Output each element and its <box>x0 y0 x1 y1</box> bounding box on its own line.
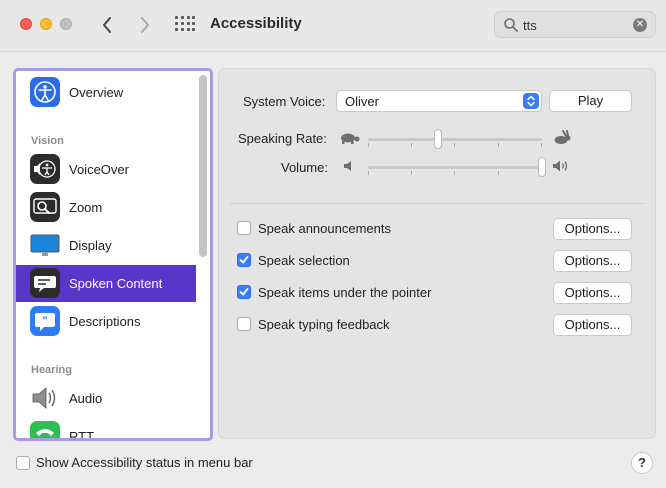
speak-announcements-options-button[interactable]: Options... <box>553 218 632 240</box>
slider-tick <box>368 143 369 147</box>
display-icon <box>30 230 60 260</box>
sidebar-scrollbar[interactable] <box>199 75 207 257</box>
sidebar-item-label: Display <box>69 238 112 253</box>
volume-label: Volume: <box>281 160 328 175</box>
rabbit-icon <box>554 130 571 144</box>
sidebar-item-rtt[interactable]: RTT <box>16 418 196 441</box>
sidebar-item-label: Spoken Content <box>69 276 163 291</box>
play-button[interactable]: Play <box>549 90 632 112</box>
speak-typing-feedback-options-button[interactable]: Options... <box>553 314 632 336</box>
volume-low-icon <box>344 161 351 171</box>
speak-items-under-pointer-label: Speak items under the pointer <box>258 285 432 300</box>
chevron-left-icon <box>103 17 111 33</box>
close-window-button[interactable] <box>20 18 32 30</box>
audio-icon <box>30 383 60 413</box>
slider-tick <box>541 143 542 147</box>
section-header-hearing: Hearing <box>31 364 72 376</box>
chevron-right-icon <box>141 17 149 33</box>
sidebar-item-label: RTT <box>69 429 95 441</box>
speak-typing-feedback-checkbox[interactable] <box>237 317 251 331</box>
slider-knob[interactable] <box>538 157 546 177</box>
speak-selection-checkbox[interactable] <box>237 253 251 267</box>
speak-announcements-label: Speak announcements <box>258 221 391 236</box>
search-icon <box>504 18 518 32</box>
sidebar-item-spoken-content[interactable]: Spoken Content <box>16 265 196 302</box>
rtt-icon <box>30 421 60 438</box>
speak-typing-feedback-label: Speak typing feedback <box>258 317 390 332</box>
slider-tick <box>454 171 455 175</box>
speaking-rate-slider[interactable] <box>368 129 542 149</box>
help-button[interactable]: ? <box>631 452 653 474</box>
speak-announcements-checkbox[interactable] <box>237 221 251 235</box>
turtle-icon <box>341 133 360 144</box>
clear-icon[interactable]: ✕ <box>633 18 647 32</box>
speak-selection-options-button[interactable]: Options... <box>553 250 632 272</box>
speak-items-under-pointer-options-button[interactable]: Options... <box>553 282 632 304</box>
window-title: Accessibility <box>210 15 302 32</box>
checkmark-icon <box>239 288 249 296</box>
select-arrows-icon <box>523 93 539 109</box>
system-voice-value: Oliver <box>345 94 379 109</box>
slider-track <box>368 138 542 141</box>
system-voice-select[interactable]: Oliver <box>336 90 542 112</box>
slider-tick <box>498 171 499 175</box>
title-bar: Accessibility ✕ <box>0 0 666 52</box>
sidebar-item-descriptions[interactable]: " Descriptions <box>16 303 196 340</box>
section-header-vision: Vision <box>31 135 64 147</box>
svg-text:": " <box>42 315 47 327</box>
sidebar-item-voiceover[interactable]: VoiceOver <box>16 151 196 188</box>
slider-knob[interactable] <box>433 129 442 149</box>
sidebar-item-label: Overview <box>69 85 124 100</box>
sidebar-item-audio[interactable]: Audio <box>16 380 196 417</box>
speaking-rate-label: Speaking Rate: <box>238 131 327 146</box>
slider-tick <box>498 143 499 147</box>
forward-button[interactable] <box>134 13 156 37</box>
descriptions-icon: " <box>30 306 60 336</box>
voiceover-icon <box>30 154 60 184</box>
checkmark-icon <box>239 256 249 264</box>
speak-selection-label: Speak selection <box>258 253 350 268</box>
slider-tick <box>368 171 369 175</box>
sidebar: Overview Vision VoiceOver Zoom <box>13 68 213 441</box>
sidebar-item-label: Audio <box>69 391 103 406</box>
sidebar-item-zoom[interactable]: Zoom <box>16 189 196 226</box>
slider-tick <box>411 171 412 175</box>
show-all-grid-button[interactable] <box>175 16 195 34</box>
slider-tick <box>454 143 455 147</box>
show-status-in-menu-bar-label: Show Accessibility status in menu bar <box>36 455 253 470</box>
zoom-icon <box>30 192 60 222</box>
sidebar-item-label: Zoom <box>69 200 103 215</box>
spoken-content-icon <box>30 268 60 298</box>
zoom-window-button[interactable] <box>60 18 72 30</box>
speak-items-under-pointer-checkbox[interactable] <box>237 285 251 299</box>
sidebar-item-display[interactable]: Display <box>16 227 196 264</box>
show-status-in-menu-bar-checkbox[interactable] <box>16 456 30 470</box>
sidebar-item-label: VoiceOver <box>69 162 129 177</box>
divider <box>230 203 644 204</box>
minimize-window-button[interactable] <box>40 18 52 30</box>
volume-high-icon <box>553 160 568 172</box>
system-voice-label: System Voice: <box>243 94 326 109</box>
slider-tick <box>411 143 412 147</box>
volume-slider[interactable] <box>368 157 546 177</box>
sidebar-item-overview[interactable]: Overview <box>16 74 196 111</box>
search-field[interactable]: ✕ <box>494 11 656 38</box>
sidebar-item-label: Descriptions <box>69 314 141 329</box>
overview-icon <box>30 77 60 107</box>
back-button[interactable] <box>96 13 118 37</box>
search-input[interactable] <box>523 16 623 34</box>
slider-track <box>368 166 542 169</box>
